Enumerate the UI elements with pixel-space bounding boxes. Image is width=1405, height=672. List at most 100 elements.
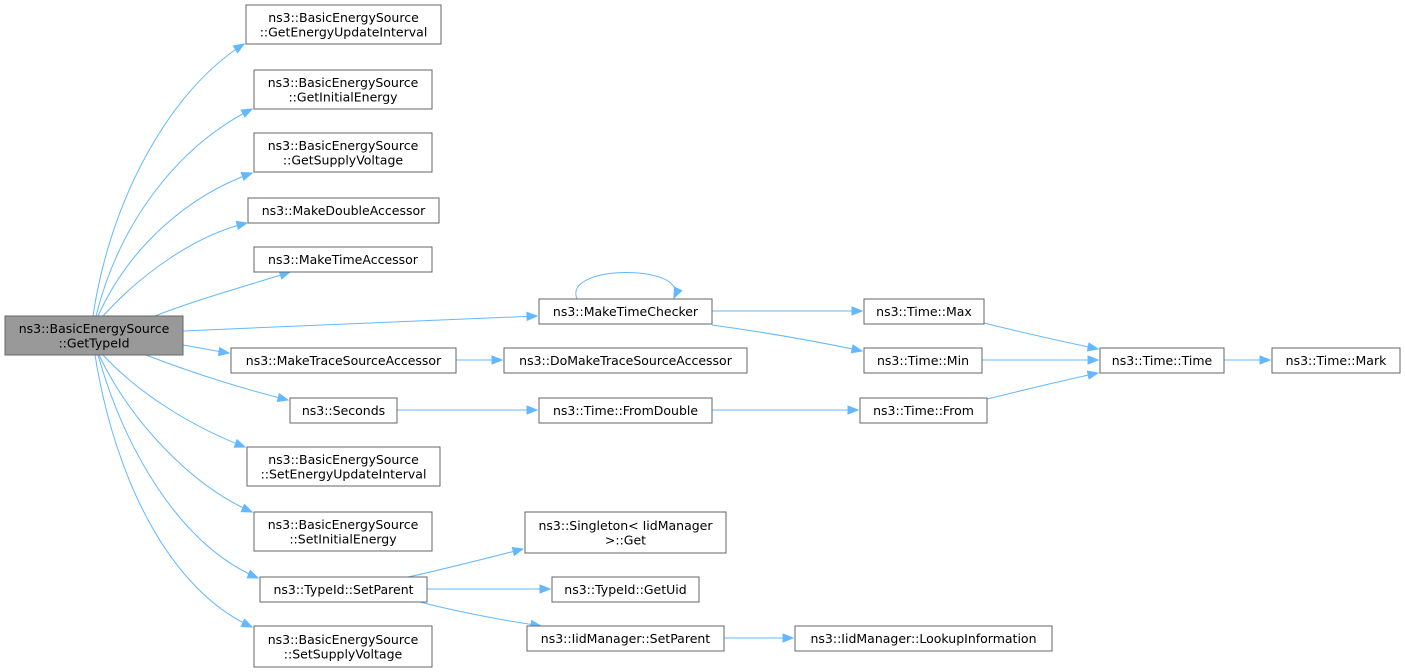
- node-label-line: ns3::Singleton< IidManager: [538, 518, 713, 533]
- edge-makeTimeChecker-to-makeTimeChecker: [575, 272, 683, 300]
- node-box[interactable]: [538, 397, 713, 424]
- node-box[interactable]: [253, 246, 433, 273]
- node-typeIdGetUid[interactable]: ns3::TypeId::GetUid: [551, 576, 700, 603]
- edge-line: [407, 548, 524, 578]
- node-makeTraceSourceAccessor[interactable]: ns3::MakeTraceSourceAccessor: [230, 347, 457, 374]
- edge-line: [711, 324, 863, 352]
- node-label-line: ns3::IidManager::SetParent: [541, 631, 711, 646]
- node-box[interactable]: [859, 397, 988, 424]
- node-setSupplyVoltage[interactable]: ns3::BasicEnergySource::SetSupplyVoltage: [253, 625, 433, 668]
- node-box[interactable]: [4, 315, 184, 356]
- edge-arrowhead: [511, 547, 525, 557]
- node-setInitialEnergy[interactable]: ns3::BasicEnergySource::SetInitialEnergy: [253, 511, 433, 552]
- node-box[interactable]: [538, 298, 713, 325]
- node-box[interactable]: [863, 347, 983, 374]
- node-doMakeTraceSourceAccessor[interactable]: ns3::DoMakeTraceSourceAccessor: [503, 347, 748, 374]
- node-label-line: ns3::BasicEnergySource: [268, 138, 419, 153]
- node-setEnergyUpdateInterval[interactable]: ns3::BasicEnergySource::SetEnergyUpdateI…: [246, 446, 441, 487]
- node-label-line: ns3::Time::Time: [1112, 353, 1213, 368]
- edge-root-to-typeIdSetParent: [97, 354, 260, 579]
- node-label-line: ::SetInitialEnergy: [289, 531, 397, 546]
- edge-arrowhead: [240, 108, 254, 118]
- node-label-line: ns3::BasicEnergySource: [19, 321, 170, 336]
- node-box[interactable]: [259, 576, 428, 603]
- edge-seconds-to-timeFromDouble: [397, 405, 539, 415]
- node-label-line: ns3::Time::FromDouble: [553, 403, 698, 418]
- node-getEnergyUpdateInterval[interactable]: ns3::BasicEnergySource::GetEnergyUpdateI…: [245, 4, 442, 45]
- edge-line: [986, 372, 1099, 400]
- edge-line: [97, 172, 253, 317]
- node-box[interactable]: [1099, 347, 1225, 374]
- edge-timeFrom-to-timeTime: [986, 370, 1100, 400]
- edge-root-to-setEnergyUpdateInterval: [102, 354, 247, 448]
- edge-timeMin-to-timeTime: [982, 355, 1100, 365]
- node-box[interactable]: [794, 625, 1053, 652]
- edge-arrowhead: [850, 344, 864, 354]
- edge-timeMax-to-timeTime: [983, 322, 1100, 352]
- node-label-line: ::GetEnergyUpdateInterval: [260, 24, 428, 39]
- node-timeFrom[interactable]: ns3::Time::From: [859, 397, 988, 424]
- node-box[interactable]: [1271, 347, 1401, 374]
- edge-arrowhead: [246, 569, 260, 579]
- node-typeIdSetParent[interactable]: ns3::TypeId::SetParent: [259, 576, 428, 603]
- edge-root-to-makeDoubleAccessor: [102, 220, 249, 317]
- edge-line: [97, 354, 259, 579]
- node-seconds[interactable]: ns3::Seconds: [289, 397, 398, 424]
- edge-line: [575, 272, 676, 300]
- node-box[interactable]: [253, 511, 433, 552]
- edge-line: [102, 354, 246, 448]
- node-makeTimeChecker[interactable]: ns3::MakeTimeChecker: [538, 298, 713, 325]
- node-box[interactable]: [503, 347, 748, 374]
- node-label-line: ns3::Time::Mark: [1286, 353, 1387, 368]
- node-root[interactable]: ns3::BasicEnergySource::GetTypeId: [4, 315, 184, 356]
- node-label-line: ns3::IidManager::LookupInformation: [810, 631, 1036, 646]
- edge-root-to-getInitialEnergy: [95, 108, 254, 317]
- edge-root-to-setInitialEnergy: [98, 354, 254, 513]
- node-box[interactable]: [524, 511, 727, 554]
- node-label-line: ::SetSupplyVoltage: [284, 646, 403, 661]
- node-label-line: ns3::TypeId::GetUid: [564, 582, 686, 597]
- node-makeDoubleAccessor[interactable]: ns3::MakeDoubleAccessor: [247, 197, 440, 224]
- node-timeMax[interactable]: ns3::Time::Max: [863, 298, 985, 325]
- node-timeFromDouble[interactable]: ns3::Time::FromDouble: [538, 397, 713, 424]
- edge-line: [145, 354, 289, 401]
- node-timeMark[interactable]: ns3::Time::Mark: [1271, 347, 1401, 374]
- node-label-line: ns3::BasicEnergySource: [268, 75, 419, 90]
- node-box[interactable]: [253, 132, 433, 173]
- node-box[interactable]: [245, 4, 442, 45]
- node-box[interactable]: [253, 625, 433, 668]
- node-box[interactable]: [863, 298, 985, 325]
- node-label-line: >::Get: [605, 532, 646, 547]
- node-box[interactable]: [230, 347, 457, 374]
- edge-line: [98, 354, 253, 513]
- node-makeTimeAccessor[interactable]: ns3::MakeTimeAccessor: [253, 246, 433, 273]
- node-getInitialEnergy[interactable]: ns3::BasicEnergySource::GetInitialEnergy: [253, 69, 433, 110]
- edge-root-to-setSupplyVoltage: [94, 354, 254, 628]
- node-label-line: ns3::Time::Min: [877, 353, 969, 368]
- node-box[interactable]: [526, 625, 725, 652]
- edge-typeIdSetParent-to-singletonGet: [407, 547, 525, 578]
- node-label-line: ns3::MakeDoubleAccessor: [262, 203, 426, 218]
- node-iidManagerLookupInformation[interactable]: ns3::IidManager::LookupInformation: [794, 625, 1053, 652]
- edge-line: [102, 222, 248, 317]
- node-box[interactable]: [247, 197, 440, 224]
- edge-makeTraceSourceAccessor-to-doMakeTraceSourceAccessor: [456, 355, 504, 365]
- edge-timeTime-to-timeMark: [1224, 355, 1272, 365]
- node-label-line: ns3::BasicEnergySource: [268, 452, 419, 467]
- node-label-line: ::GetTypeId: [58, 335, 129, 350]
- node-box[interactable]: [246, 446, 441, 487]
- node-box[interactable]: [551, 576, 700, 603]
- edge-arrowhead: [232, 43, 246, 54]
- node-label-line: ns3::MakeTimeChecker: [553, 304, 699, 319]
- node-singletonGet[interactable]: ns3::Singleton< IidManager>::Get: [524, 511, 727, 554]
- edge-line: [95, 108, 253, 317]
- node-label-line: ns3::MakeTimeAccessor: [268, 252, 419, 267]
- node-getSupplyVoltage[interactable]: ns3::BasicEnergySource::GetSupplyVoltage: [253, 132, 433, 173]
- edge-arrowhead: [526, 311, 539, 322]
- nodes-layer: ns3::BasicEnergySource::GetTypeIdns3::Ba…: [4, 4, 1401, 668]
- node-box[interactable]: [289, 397, 398, 424]
- node-box[interactable]: [253, 69, 433, 110]
- node-timeTime[interactable]: ns3::Time::Time: [1099, 347, 1225, 374]
- node-iidManagerSetParent[interactable]: ns3::IidManager::SetParent: [526, 625, 725, 652]
- node-timeMin[interactable]: ns3::Time::Min: [863, 347, 983, 374]
